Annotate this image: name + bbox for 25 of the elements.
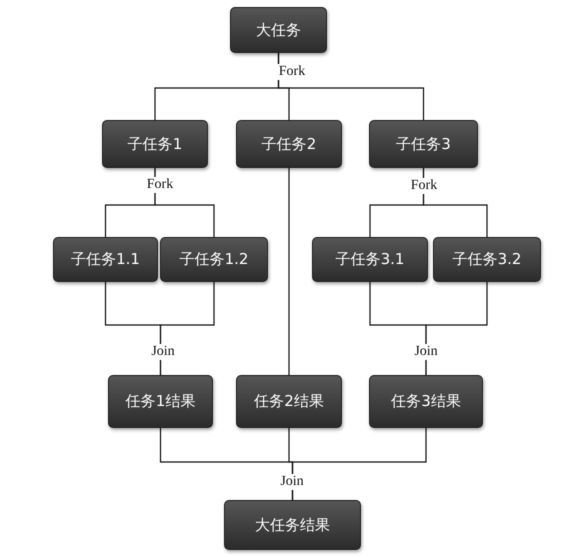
task-box: 子任务3.2 (433, 237, 541, 282)
edge-label: Join (278, 474, 306, 490)
edge-label: Fork (276, 64, 308, 80)
connector-line (278, 53, 424, 120)
edge-label: Fork (144, 177, 176, 193)
task-box: 子任务2 (236, 120, 342, 168)
task-box: 大任务 (230, 7, 327, 53)
task-box: 任务3结果 (369, 375, 483, 428)
task-box: 任务1结果 (108, 375, 213, 428)
task-box: 大任务结果 (224, 500, 361, 550)
task-box: 子任务1.1 (53, 237, 158, 282)
task-box: 子任务3 (369, 120, 478, 168)
connector-line (425, 282, 488, 375)
connector-line (292, 428, 427, 500)
connector-line (422, 168, 488, 237)
task-box: 子任务3.1 (312, 237, 428, 282)
edge-label: Join (412, 344, 440, 360)
task-box: 任务2结果 (236, 375, 342, 428)
connector-line (160, 282, 215, 375)
edge-label: Join (149, 344, 177, 360)
task-box: 子任务1 (102, 120, 208, 168)
connector-line (288, 168, 290, 375)
connector-line (154, 168, 215, 237)
task-box: 子任务1.2 (160, 237, 268, 282)
edge-label: Fork (408, 178, 440, 194)
